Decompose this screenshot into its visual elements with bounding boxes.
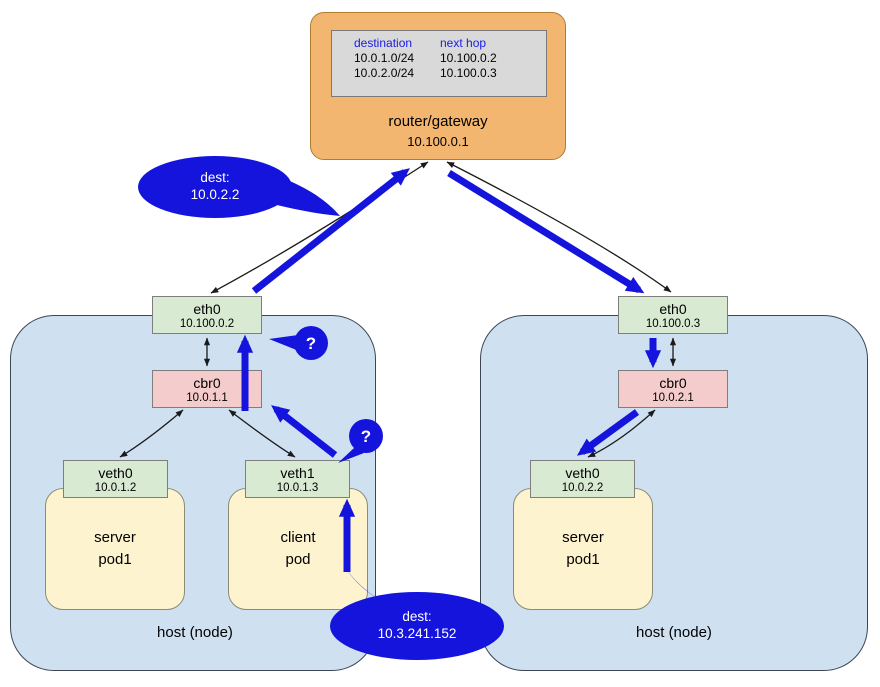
callout-label: dest: — [200, 170, 229, 185]
interface-name: veth0 — [565, 465, 600, 481]
link-router-to-right-eth0 — [446, 161, 672, 293]
routing-table-cell-destination: 10.0.2.0/24 — [354, 66, 415, 80]
left-cbr0-bridge: cbr0 10.0.1.1 — [152, 370, 262, 408]
routing-table-header-row: destination next hop — [332, 36, 546, 51]
right-eth0-interface: eth0 10.100.0.3 — [618, 296, 728, 334]
callout-label: dest: — [402, 609, 431, 624]
interface-ip: 10.0.1.2 — [94, 482, 137, 494]
routing-table-header-next-hop: next hop — [440, 36, 487, 50]
callout-dest-top: dest: 10.0.2.2 — [138, 156, 340, 218]
interface-name: eth0 — [193, 301, 221, 317]
router-gateway-box: destination next hop 10.0.1.0/24 10.100.… — [310, 12, 566, 160]
interface-name: eth0 — [659, 301, 687, 317]
bridge-ip: 10.0.2.1 — [652, 392, 694, 404]
link-router-to-left-eth0 — [210, 161, 429, 294]
right-host-label: host (node) — [636, 624, 712, 641]
flow-left-eth0-to-router — [251, 168, 410, 294]
left-host-label: host (node) — [157, 624, 233, 641]
routing-table-header-destination: destination — [354, 36, 413, 50]
pod-label-line2: pod — [285, 551, 311, 568]
interface-name: veth1 — [280, 465, 315, 481]
right-server-pod1: server pod1 — [513, 488, 653, 610]
pod-label-line2: pod1 — [566, 551, 600, 568]
routing-table-cell-destination: 10.0.1.0/24 — [354, 51, 415, 65]
routing-table-row: 10.0.1.0/24 10.100.0.2 — [332, 51, 546, 66]
callout-value: 10.0.2.2 — [191, 187, 240, 202]
left-client-pod: client pod — [228, 488, 368, 610]
interface-ip: 10.100.0.2 — [179, 318, 235, 330]
flow-router-to-right-eth0 — [447, 170, 645, 294]
left-veth0-interface: veth0 10.0.1.2 — [63, 460, 168, 498]
interface-ip: 10.100.0.3 — [645, 318, 701, 330]
pod-label-line1: server — [94, 529, 136, 546]
pod-label-line1: client — [280, 529, 316, 546]
bridge-name: cbr0 — [659, 375, 687, 391]
pod-label-line1: server — [562, 529, 604, 546]
interface-name: veth0 — [98, 465, 133, 481]
callout-tail — [245, 170, 340, 216]
right-cbr0-bridge: cbr0 10.0.2.1 — [618, 370, 728, 408]
routing-table-cell-next-hop: 10.100.0.2 — [440, 51, 497, 65]
pod-label-line2: pod1 — [98, 551, 132, 568]
bridge-name: cbr0 — [193, 375, 221, 391]
interface-ip: 10.0.2.2 — [561, 482, 604, 494]
routing-table: destination next hop 10.0.1.0/24 10.100.… — [331, 30, 547, 97]
left-server-pod1: server pod1 — [45, 488, 185, 610]
routing-table-row: 10.0.2.0/24 10.100.0.3 — [332, 66, 546, 81]
routing-table-cell-next-hop: 10.100.0.3 — [440, 66, 497, 80]
router-label: router/gateway — [388, 113, 488, 130]
right-veth0-interface: veth0 10.0.2.2 — [530, 460, 635, 498]
callout-value: 10.3.241.152 — [378, 626, 457, 641]
left-veth1-interface: veth1 10.0.1.3 — [245, 460, 350, 498]
bridge-ip: 10.0.1.1 — [186, 392, 228, 404]
interface-ip: 10.0.1.3 — [276, 482, 319, 494]
left-eth0-interface: eth0 10.100.0.2 — [152, 296, 262, 334]
router-ip: 10.100.0.1 — [407, 134, 469, 149]
callout-bubble — [138, 156, 292, 218]
